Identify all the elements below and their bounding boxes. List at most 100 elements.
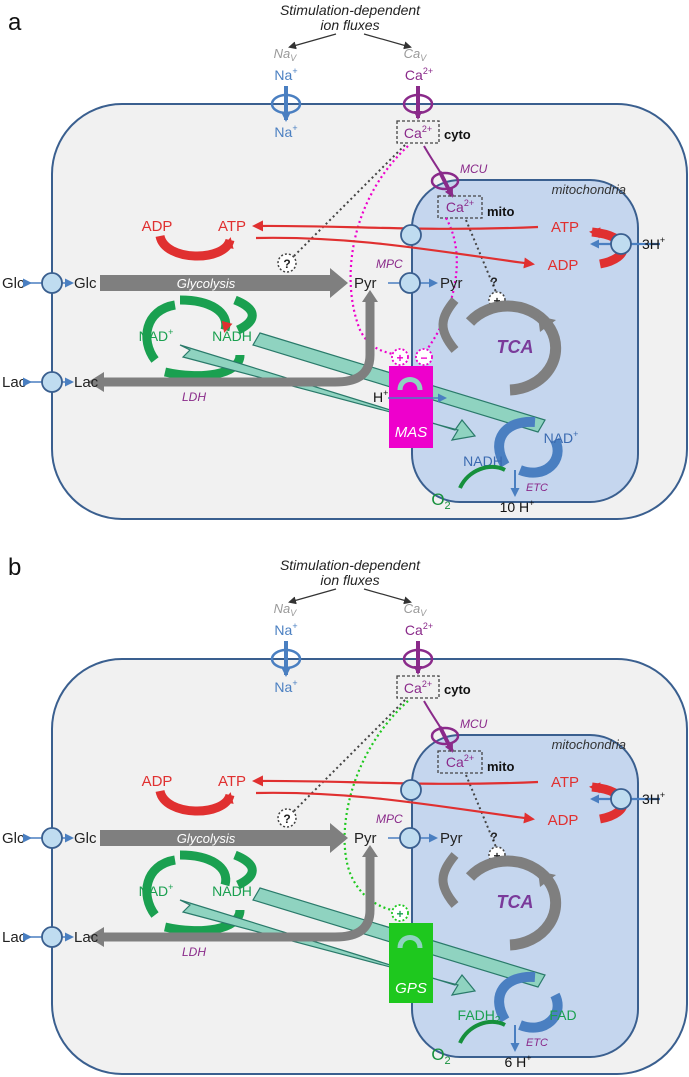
adp-right: ADP [548,257,579,274]
oxygen-path [458,464,506,489]
protons-3h: 3H+ [642,790,665,807]
mas-minus: − [420,351,427,365]
lactate-transporter [41,371,63,393]
atp-right: ATP [551,219,579,236]
calcium-cyto: Ca2+ [404,679,432,696]
header-line2: ion fluxes [320,17,379,33]
sodium-outside: Na+ [274,621,297,638]
tca-plus: + [493,849,500,863]
mpc-transporter [399,272,421,294]
ldh-flux-path [100,855,375,942]
mitochondria-title: mitochondria [552,182,626,197]
sodium-channel-icon [270,93,302,115]
panel-label: a [8,9,22,36]
panel-b: b Stimulation-dependent ion fluxes NaV C… [2,554,688,1075]
glycolysis-atp-arrow [155,234,235,261]
lactate-inside: Lac [74,929,99,946]
header-arrow-right [363,33,412,50]
cav-channel-label: CaV [404,601,428,618]
glucose-inside: Glc [74,275,97,292]
glucose-outside: Glc [2,830,25,847]
atp-export-line [252,220,539,232]
mpc-label: MPC [376,812,403,826]
sodium-channel-icon [270,648,302,670]
mas-label: MAS [395,424,428,441]
unknown-regulation-marker-1 [277,808,297,828]
lactate-transporter [41,926,63,948]
nad-reduction-arc [233,850,257,890]
pyruvate-mito: Pyr [440,830,463,847]
nadh-oxidation-arc-left [142,855,177,918]
cyto-calcium-box [396,675,440,699]
calcium-cyto: Ca2+ [404,124,432,141]
question-mark-2: ? [490,830,497,844]
tca-cycle-arrow [465,855,562,951]
adp-left: ADP [142,218,173,235]
calcium-mito: Ca2+ [446,753,474,770]
header-line2: ion fluxes [320,572,379,588]
regulation-dotted-cyto-glycolysis [291,144,406,259]
nadh: NADH [212,328,252,344]
regulation-dotted-mito-tca [465,219,497,293]
sodium-inside: Na+ [274,123,297,140]
mcu-arrow [438,726,454,753]
cyto-calcium-box [396,120,440,144]
header-arrow-left [288,33,337,50]
etc-arc-upper [494,971,536,1023]
mcu-label: MCU [460,162,488,176]
header-line1: Stimulation-dependent [280,557,421,573]
sodium-outside: Na+ [274,66,297,83]
mitochondria-title: mitochondria [552,737,626,752]
mas-proton: H+ [373,388,388,405]
glycolysis-arrow [100,823,348,853]
protons-pumped: 6 H+ [504,1053,531,1070]
atp-left: ATP [218,218,246,235]
ldh-label: LDH [182,945,206,959]
oxygen: O2 [431,1045,450,1067]
mas-loop [397,377,423,391]
cyto-label: cyto [444,682,471,697]
mas-inhibition-dotted-line [424,217,458,353]
tca-cycle-arrow [465,300,562,396]
nad-plus: NAD+ [139,882,174,899]
ldh-flux-path [100,300,375,387]
mito-label: mito [487,759,515,774]
mcu-channel-icon [430,726,460,746]
pyruvate-cyto: Pyr [354,275,377,292]
nadh-oxidation-arc-right [163,909,245,936]
atp-synthase-icon [610,233,632,255]
mcu-channel-icon [430,171,460,191]
etc-label: ETC [526,1037,548,1049]
calcium-channel-icon [402,648,434,670]
ant-transporter [400,779,422,801]
glycolysis-arrow [100,268,348,298]
oxygen-path [458,1019,506,1044]
pyruvate-cyto: Pyr [354,830,377,847]
cav-channel-label: CaV [404,46,428,63]
mcu-label: MCU [460,717,488,731]
mas-plus: + [396,351,403,365]
lactate-inside: Lac [74,374,99,391]
calcium-mito: Ca2+ [446,198,474,215]
fad-mito: FAD [549,1007,576,1023]
nav-channel-label: NaV [274,601,298,618]
mito-label: mito [487,204,515,219]
glucose-outside: Glc [2,275,25,292]
shuttle-nad-band [179,899,477,996]
calcium-outside: Ca2+ [405,66,433,83]
shuttle-nad-band [179,344,477,441]
pyruvate-mito: Pyr [440,275,463,292]
mitochondrion [411,734,639,1058]
oxygen: O2 [431,490,450,512]
etc-arc-lower [518,992,563,1033]
etc-arc-upper [494,416,536,468]
gps-label: GPS [395,980,427,997]
atp-left: ATP [218,773,246,790]
tca-arrowhead [538,871,556,887]
panel-label: b [8,554,21,581]
atp-export-line [252,775,539,787]
question-mark-1: ? [283,812,290,826]
unknown-regulation-marker-1 [277,253,297,273]
question-mark-2: ? [490,275,497,289]
